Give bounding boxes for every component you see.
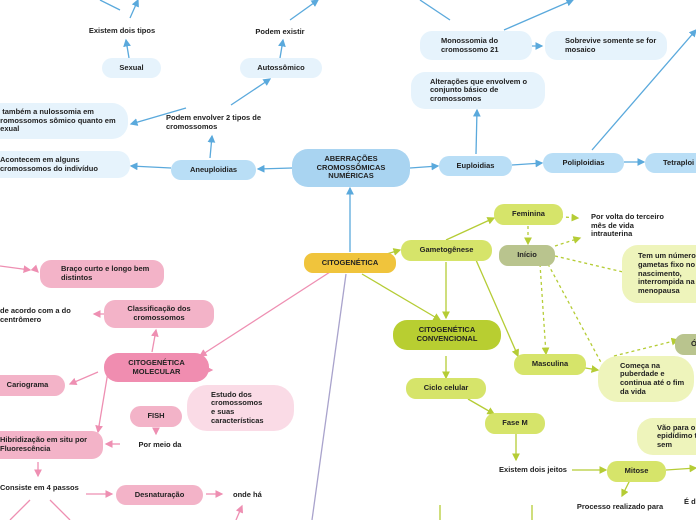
fish-node[interactable]: FISH <box>130 406 182 427</box>
consiste-text: Consiste em 4 passos <box>0 482 79 492</box>
onde-ha-text: onde há <box>233 489 262 499</box>
braco-curto-node[interactable]: Braço curto e longo bem distintos <box>40 260 164 288</box>
existem-dois-jeitos-text: Existem dois jeitos <box>499 464 567 474</box>
gametogenese-node[interactable]: Gametogênese <box>401 240 492 261</box>
por-meio-text: Por meio da <box>138 439 182 449</box>
tem-numero-node[interactable]: Tem um número de gametas fixo no nascime… <box>622 245 696 303</box>
sobrevive-node[interactable]: Sobrevive somente se for mosaico <box>545 31 667 60</box>
tetraploidia-node[interactable]: Tetraploi <box>645 153 696 173</box>
poliploidias-node[interactable]: Poliploidias <box>543 153 624 173</box>
cariograma-node[interactable]: Cariograma <box>0 375 65 396</box>
processo-text: Processo realizado para <box>576 501 664 511</box>
podem-existir-text: Podem existir <box>255 26 305 36</box>
mitose-node[interactable]: Mitose <box>607 461 666 482</box>
o-node[interactable]: Ó <box>675 334 696 355</box>
estudo-node[interactable]: Estudo dos cromossomos e suas caracterís… <box>187 385 294 431</box>
feminina-node[interactable]: Feminina <box>494 204 563 225</box>
desnaturacao-node[interactable]: Desnaturação <box>116 485 203 505</box>
sexual-node[interactable]: Sexual <box>102 58 161 78</box>
comeca-node[interactable]: Começa na puberdade e continua até o fim… <box>598 356 694 402</box>
euploidias-node[interactable]: Euploidias <box>439 156 512 176</box>
ciclo-celular-node[interactable]: Ciclo celular <box>406 378 486 399</box>
alteracoes-node[interactable]: Alterações que envolvem o conjunto básic… <box>411 72 545 109</box>
fase-m-node[interactable]: Fase M <box>485 413 545 434</box>
acontecem-node[interactable]: Acontecem em alguns cromossomos do indiv… <box>0 151 130 178</box>
classificacao-node[interactable]: Classificação dos cromossomos <box>104 300 214 328</box>
citogenetica-molecular-node[interactable]: CITOGENÉTICA MOLECULAR <box>104 353 209 382</box>
monossomia-node[interactable]: Monossomia do cromossomo 21 <box>420 31 532 60</box>
citogenetica-convencional-node[interactable]: CITOGENÉTICA CONVENCIONAL <box>393 320 501 350</box>
e-d-text: É d <box>684 496 696 506</box>
existem-dois-tipos-text: Existem dois tipos <box>88 25 156 35</box>
autossomico-node[interactable]: Autossômico <box>240 58 322 78</box>
masculina-node[interactable]: Masculina <box>514 354 586 375</box>
nulissomia-node[interactable]: e também a nulossomia em cromossomos sôm… <box>0 103 128 139</box>
vao-para-node[interactable]: Vão para o epidídimo tubos sem <box>637 418 696 455</box>
de-acordo-text: de acordo com a do centrômero <box>0 306 71 324</box>
aneuploidias-node[interactable]: Aneuploidias <box>171 160 256 180</box>
citogenetica-root-node[interactable]: CITOGENÉTICA <box>304 253 396 273</box>
hibridizacao-node[interactable]: Hibridização em situ por Fluorescência <box>0 431 103 459</box>
por-volta-text: Por volta do terceiro mês de vida intrau… <box>591 212 664 239</box>
aberracoes-node[interactable]: ABERRAÇÕES CROMOSSÔMICAS NUMÉRICAS <box>292 149 410 187</box>
inicio-node[interactable]: Início <box>499 245 555 266</box>
podem-envolver-text: Podem envolver 2 tipos de cromossomos <box>166 113 262 131</box>
